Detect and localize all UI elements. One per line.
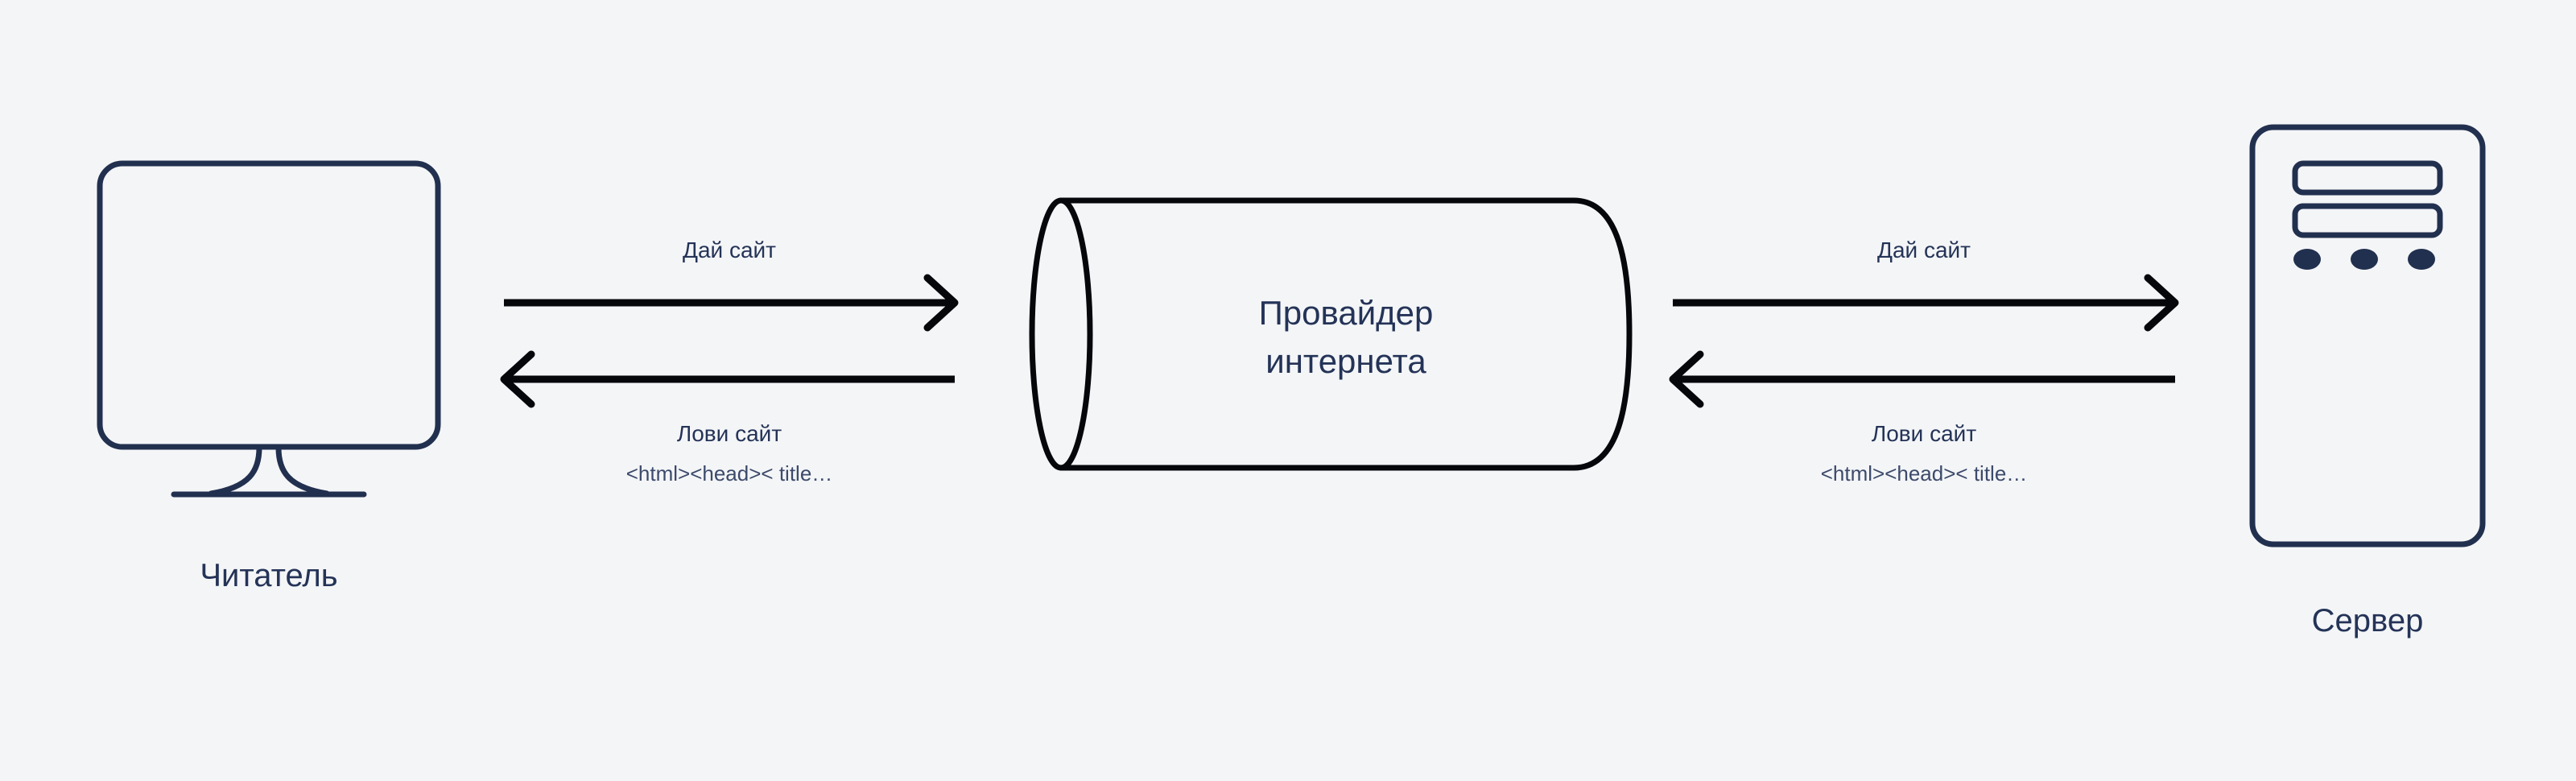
edge-left-response-arrow (500, 350, 955, 408)
provider-node: Провайдер интернета (1029, 197, 1633, 471)
edge-right-response-sublabel: <html><head>< title… (1821, 461, 2028, 486)
cylinder-body (1058, 197, 1633, 471)
server-drive-slot-2 (2292, 203, 2443, 238)
server-led-dot-1 (2293, 249, 2321, 270)
provider-label-line2: интернета (1265, 342, 1426, 380)
monitor-stand-left-leg (208, 444, 262, 497)
edge-left-response-label: Лови сайт (677, 421, 782, 446)
monitor-screen-outline (97, 160, 441, 450)
monitor-icon (97, 160, 441, 498)
edge-left-request-arrow (504, 274, 959, 332)
monitor-stand-right-leg (275, 444, 330, 497)
edge-group-client-provider: Дай сайт Лови сайт <html><head>< title… (500, 238, 959, 486)
edge-right-response-arrow (1669, 350, 2175, 408)
server-tower-icon (2249, 124, 2486, 548)
edge-right-request-label: Дай сайт (1877, 238, 1971, 262)
client-label: Читатель (200, 558, 337, 593)
server-node: Сервер (2249, 124, 2486, 638)
server-led-dot-3 (2408, 249, 2435, 270)
client-node: Читатель (97, 160, 441, 593)
provider-label-line1: Провайдер (1259, 294, 1434, 332)
edge-left-request-label: Дай сайт (683, 238, 776, 262)
server-label: Сервер (2312, 603, 2424, 638)
arrow-head-left (500, 350, 535, 408)
arrow-head-left (1669, 350, 1704, 408)
arrow-head-right (923, 274, 959, 332)
server-led-dot-2 (2351, 249, 2378, 270)
cylinder-icon (1029, 197, 1633, 471)
server-chassis-outline (2249, 124, 2486, 548)
edge-right-response-label: Лови сайт (1872, 421, 1976, 446)
arrow-head-right (2144, 274, 2179, 332)
server-drive-slot-1 (2292, 160, 2443, 196)
edge-right-request-arrow (1673, 274, 2179, 332)
cylinder-left-cap (1029, 197, 1093, 471)
edge-group-provider-server: Дай сайт Лови сайт <html><head>< title… (1669, 238, 2179, 486)
edge-left-response-sublabel: <html><head>< title… (626, 461, 833, 486)
